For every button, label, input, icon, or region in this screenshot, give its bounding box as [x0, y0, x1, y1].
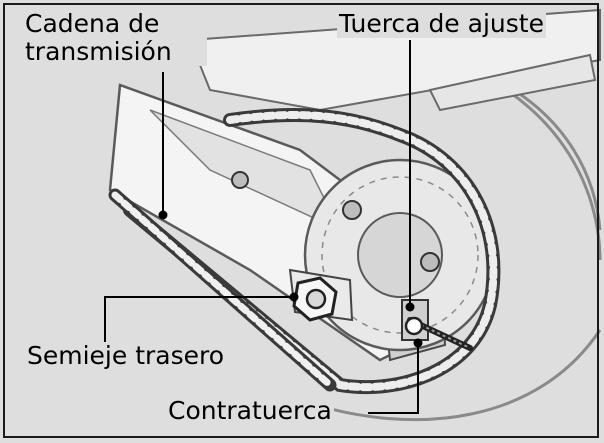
label-lock-nut: Contratuerca	[166, 397, 334, 425]
leader-dot-chain	[160, 212, 167, 219]
leader-dot-lock-nut	[415, 340, 422, 347]
leader-dot-adjusting-nut	[407, 304, 414, 311]
label-drive-chain: Cadena de transmisión	[23, 10, 207, 66]
label-rear-axle: Semieje trasero	[25, 342, 226, 370]
leader-dot-rear-axle	[291, 294, 298, 301]
label-adjusting-nut: Tuerca de ajuste	[337, 10, 546, 38]
